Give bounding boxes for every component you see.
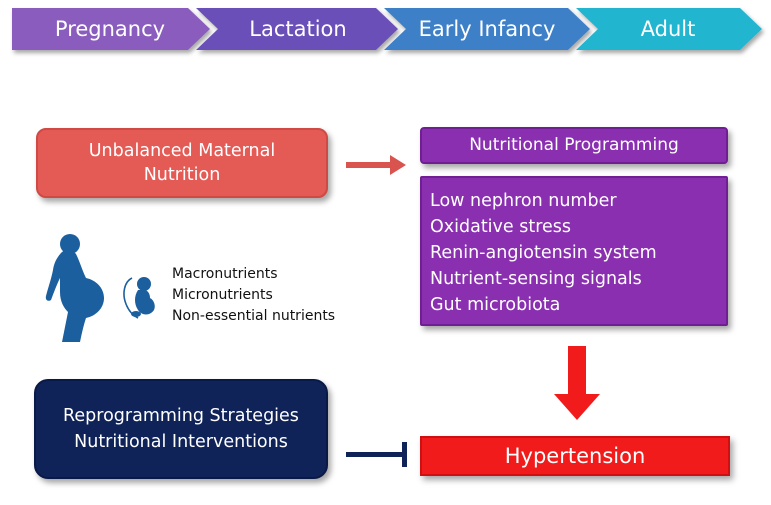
- mechanism-item: Gut microbiota: [430, 295, 561, 315]
- pregnant-woman-icon: [45, 234, 104, 342]
- chevron-adult: [576, 8, 762, 50]
- stage-adult: Adult: [640, 17, 696, 41]
- programming-title: Nutritional Programming: [420, 127, 728, 164]
- nutrient-item: Macronutrients: [172, 266, 278, 282]
- chevron-early-infancy: [384, 8, 590, 50]
- chevron-lactation: [196, 8, 398, 50]
- timeline-chevrons: [12, 8, 762, 50]
- stage-lactation: Lactation: [249, 17, 347, 41]
- intervention-line-1: Reprogramming Strategies: [63, 406, 299, 426]
- mechanism-item: Oxidative stress: [430, 217, 572, 237]
- chevron-pregnancy: [12, 8, 210, 50]
- nutrient-item: Non-essential nutrients: [172, 308, 336, 324]
- mechanism-item: Low nephron number: [430, 191, 617, 211]
- hypertension-box: Hypertension: [420, 436, 730, 476]
- stage-pregnancy: Pregnancy: [54, 17, 166, 41]
- inhibition-arrow-icon: [346, 442, 407, 467]
- down-arrow-icon: [554, 346, 600, 420]
- right-arrow-icon: [346, 155, 406, 175]
- mechanism-item: Renin-angiotensin system: [430, 243, 657, 263]
- cause-line-1: Unbalanced Maternal: [88, 141, 276, 161]
- fetus-icon: [123, 277, 155, 319]
- intervention-line-2: Nutritional Interventions: [74, 432, 288, 452]
- nutrient-list: Macronutrients Micronutrients Non-essent…: [172, 264, 335, 327]
- nutrient-item: Micronutrients: [172, 287, 273, 303]
- stage-early-infancy: Early Infancy: [418, 17, 556, 41]
- cause-box: Unbalanced Maternal Nutrition: [36, 128, 328, 198]
- timeline: Pregnancy Lactation Early Infancy Adult: [0, 0, 771, 60]
- cause-line-2: Nutrition: [143, 165, 221, 185]
- intervention-box: Reprogramming Strategies Nutritional Int…: [34, 379, 328, 479]
- mechanism-item: Nutrient-sensing signals: [430, 269, 642, 289]
- programming-mechanisms: Low nephron number Oxidative stress Reni…: [420, 176, 728, 326]
